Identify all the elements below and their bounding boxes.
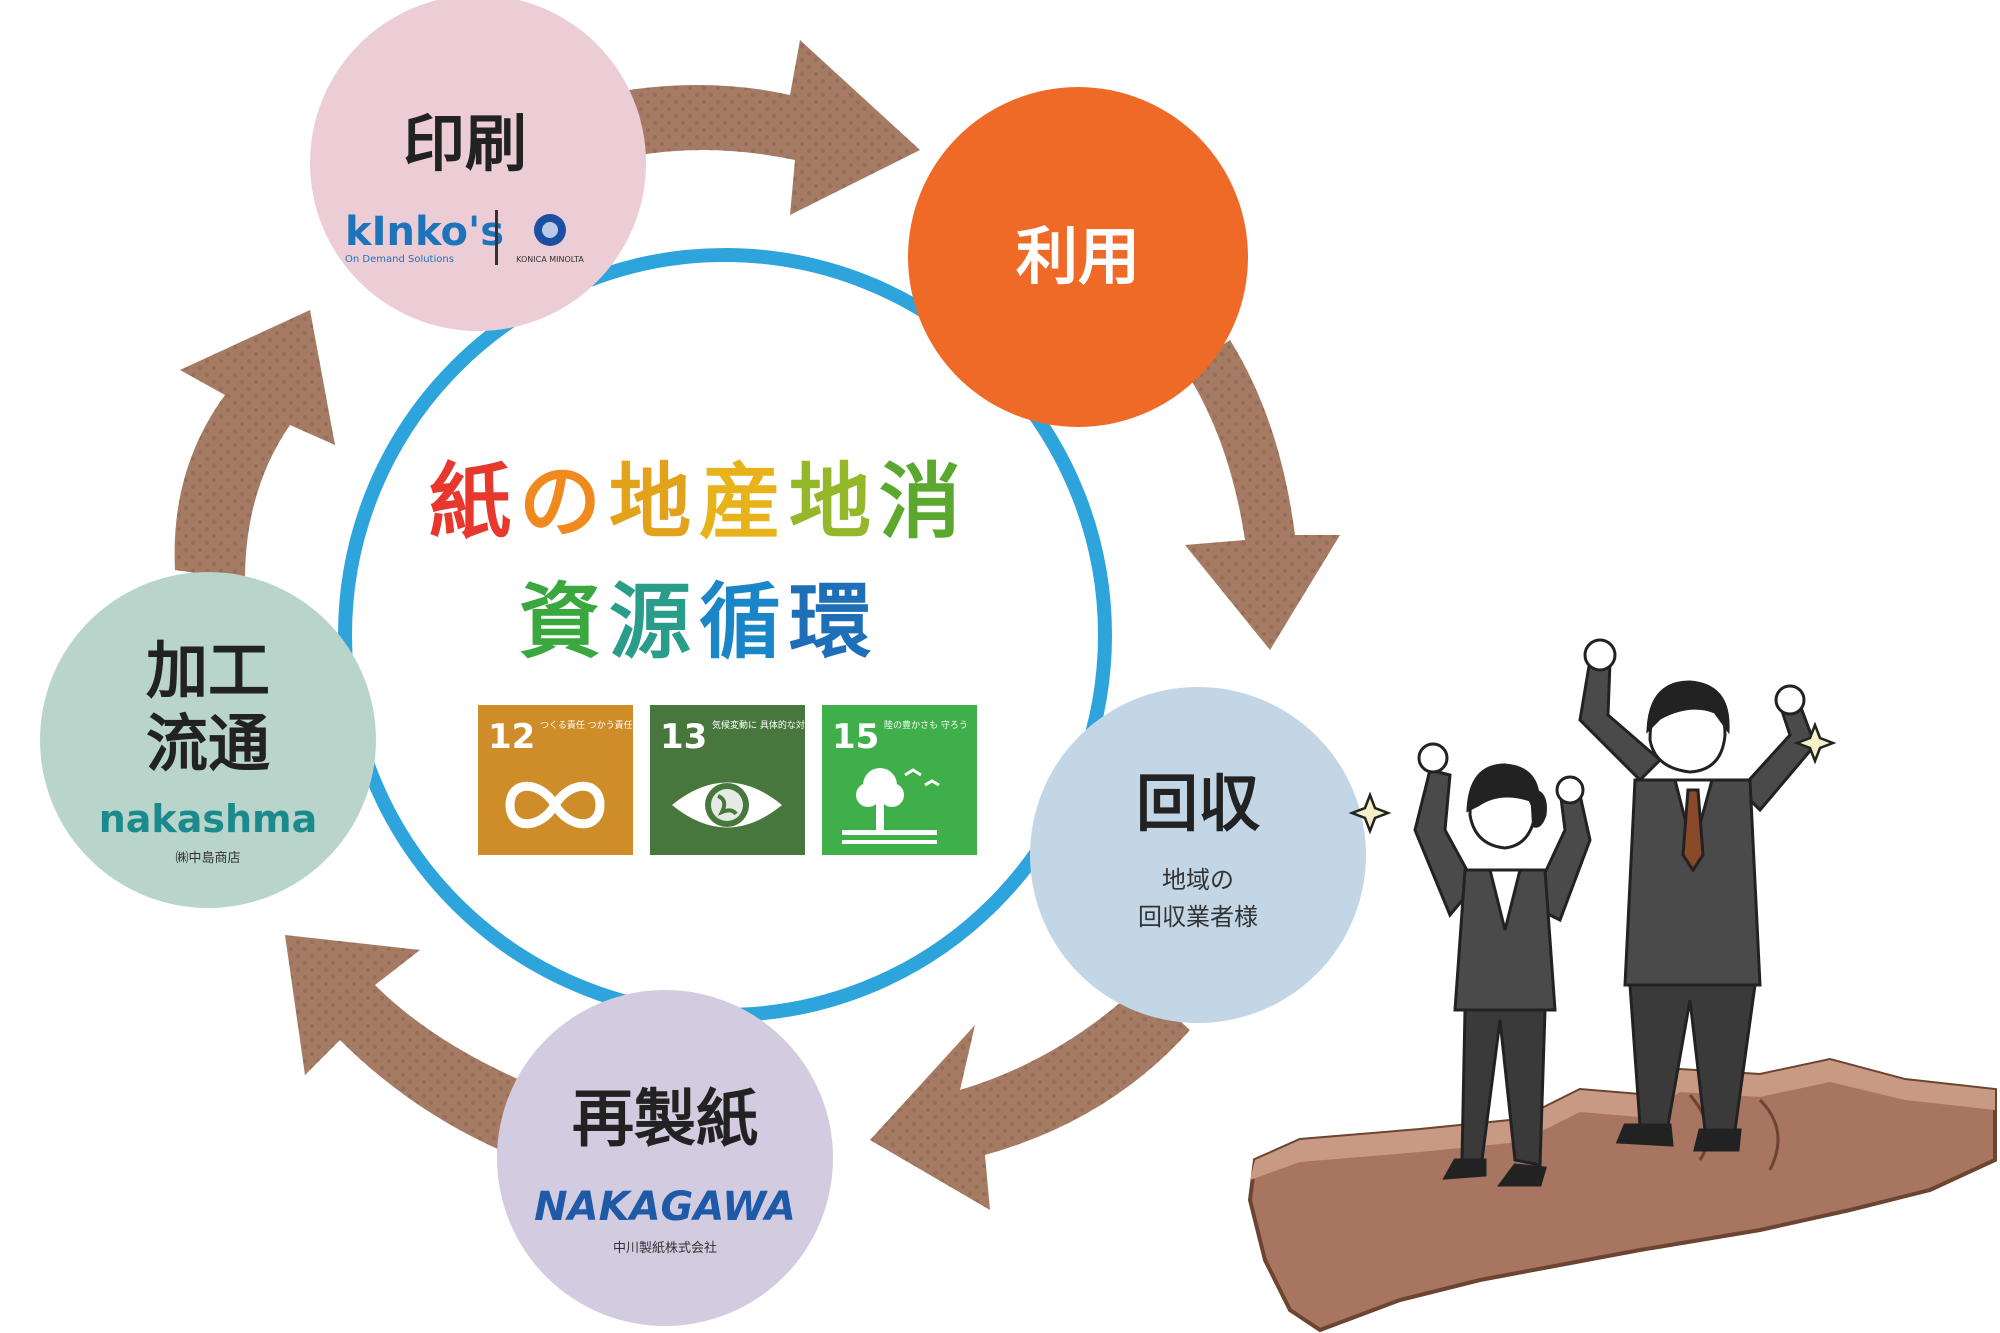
node-title: 流通: [146, 707, 270, 780]
title-char: 源: [609, 575, 691, 670]
kinkos-logo-text: kInko's: [345, 209, 504, 255]
title-char: 紙: [429, 455, 511, 550]
sdg-13-tile: 13 気候変動に 具体的な対策を: [650, 705, 823, 855]
node-desc: 回収業者様: [1138, 903, 1258, 931]
title-char: 循: [699, 575, 781, 670]
node-recycled: 再製紙 NAKAGAWA 中川製紙株式会社: [497, 990, 833, 1326]
tree-birds-icon: [842, 768, 940, 844]
sdg-text: 陸の豊かさも 守ろう: [884, 719, 968, 731]
title-char: 地: [789, 455, 871, 550]
nakashma-logo-subtext: ㈱中島商店: [175, 851, 240, 866]
node-title: 印刷: [403, 107, 527, 180]
arrow-recycled-to-process: [285, 935, 520, 1150]
sparkle-icon: [1348, 721, 1837, 835]
sdg-15-tile: 15 陸の豊かさも 守ろう: [822, 705, 977, 855]
node-use: 利用: [908, 87, 1248, 427]
arrow-print-to-use: [600, 40, 920, 215]
node-title: 回収: [1136, 767, 1260, 840]
infinity-icon: [505, 781, 605, 829]
sdg-number: 15: [832, 717, 879, 757]
kinkos-logo: kInko's On Demand Solutions KONICA MINOL…: [345, 209, 584, 265]
eye-globe-icon: [672, 782, 782, 828]
sdg-number: 13: [660, 717, 707, 757]
node-title: 加工: [146, 634, 270, 707]
node-title: 再製紙: [572, 1082, 758, 1155]
center-title: 紙 の 地 産 地 消 資 源 循 環: [429, 455, 961, 670]
node-desc: 地域の: [1162, 866, 1234, 894]
arrow-use-to-collect: [1185, 340, 1340, 650]
arrow-process-to-print: [174, 310, 335, 580]
sdg-text: つくる責任 つかう責任: [540, 719, 633, 731]
sdg-number: 12: [488, 717, 535, 757]
node-collect: 回収 地域の 回収業者様: [1030, 687, 1366, 1023]
illustration-people-on-map: [1247, 638, 1997, 1333]
nakashma-logo-text: nakashma: [99, 797, 318, 841]
title-char: 地: [609, 455, 691, 550]
sdg-12-tile: 12 つくる責任 つかう責任: [478, 705, 633, 855]
nakagawa-logo-subtext: 中川製紙株式会社: [613, 1240, 717, 1256]
title-char: 環: [789, 575, 871, 670]
cycle-arrows: [174, 40, 1340, 1210]
node-process: 加工 流通 nakashma ㈱中島商店: [40, 572, 376, 908]
woman-figure: [1413, 742, 1592, 1187]
title-char: 産: [699, 455, 781, 550]
title-char: 資: [519, 575, 601, 670]
konica-minolta-logo-text: KONICA MINOLTA: [516, 255, 584, 264]
node-title: 利用: [1016, 220, 1140, 293]
nakagawa-logo-text: NAKAGAWA: [534, 1184, 796, 1230]
kinkos-logo-subtext: On Demand Solutions: [345, 254, 454, 265]
title-char: の: [519, 455, 601, 550]
title-char: 消: [879, 455, 961, 550]
sdg-tiles: 12 つくる責任 つかう責任 13 気候変動に 具体的な対策を 15 陸の豊かさ…: [478, 705, 977, 855]
arrow-collect-to-recycled: [870, 985, 1190, 1210]
man-figure: [1578, 638, 1817, 1152]
land-map-shape: [1247, 1057, 1997, 1333]
node-print: 印刷 kInko's On Demand Solutions KONICA MI…: [310, 0, 646, 331]
sdg-text: 気候変動に 具体的な対策を: [712, 719, 823, 731]
